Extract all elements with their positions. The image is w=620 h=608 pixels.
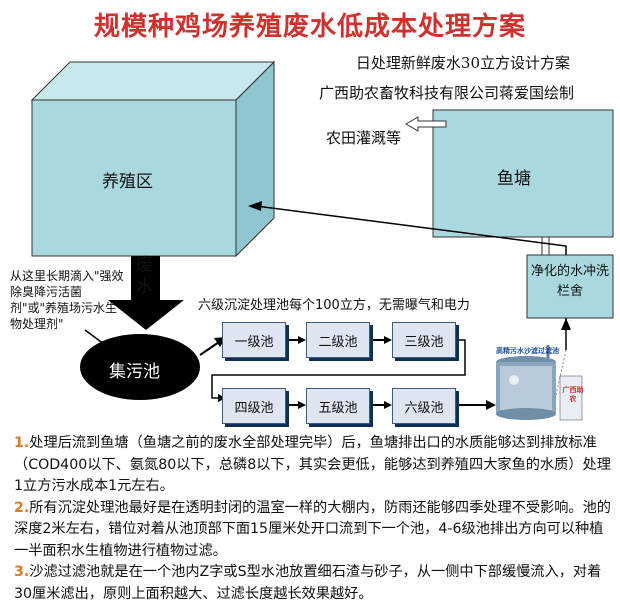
sand-filter-tank: [496, 345, 583, 421]
purified-water-box: [526, 254, 614, 319]
note-1-text: 处理后流到鱼塘（鱼塘之前的废水全部处理完毕）后，鱼塘排出口的水质能够达到排放标准…: [14, 435, 611, 494]
note-3-number: 3.: [14, 564, 30, 580]
breeding-area-box: [30, 60, 276, 258]
filter-label: 高精污水沙滤过滤池: [496, 347, 559, 355]
page-title: 规模种鸡场养殖废水低成本处理方案: [93, 12, 526, 42]
filter-brand: 广西助农: [562, 386, 584, 403]
pool-stage-6: 六级池: [392, 388, 456, 424]
note-1: 1.处理后流到鱼塘（鱼塘之前的废水全部处理完毕）后，鱼塘排出口的水质能够达到排放…: [14, 433, 614, 498]
waste-water-label: 废水: [136, 255, 153, 297]
note-3: 3.沙滤过滤池就是在一个池内Z字或S型水池放置细石渣与砂子，从一侧中下部缓慢流入…: [14, 562, 614, 605]
dosing-note: 从这里长期滴入"强效除臭降污活菌剂"或"养殖场污水生物处理剂": [10, 269, 124, 331]
collection-pool-label: 集污池: [109, 362, 160, 382]
purified-water-label: 净化的水冲洗栏舍: [530, 264, 609, 299]
stage-note: 六级沉淀处理池每个100立方，无需曝气和电力: [198, 298, 470, 313]
notes-section: 1.处理后流到鱼塘（鱼塘之前的废水全部处理完毕）后，鱼塘排出口的水质能够达到排放…: [14, 433, 614, 605]
farmland-arrow: [405, 116, 447, 132]
fish-pond-box: [432, 109, 614, 238]
pool-stage-2: 二级池: [306, 322, 370, 358]
note-1-number: 1.: [14, 435, 30, 451]
process-diagram: [30, 60, 614, 421]
pool-stage-3: 三级池: [392, 322, 456, 358]
pool-stage-1: 一级池: [222, 322, 286, 358]
waste-water-arrow: [108, 256, 184, 330]
breeding-area-label: 养殖区: [102, 172, 153, 192]
pool-stage-4: 四级池: [222, 388, 286, 424]
collection-pool-shape: [80, 334, 200, 400]
subtitle-design: 日处理新鲜废水30立方设计方案: [355, 54, 570, 72]
fish-pond-label: 鱼塘: [497, 169, 531, 189]
subtitle-author: 广西助农畜牧科技有限公司蒋爱国绘制: [318, 84, 574, 102]
note-2: 2.所有沉淀处理池最好是在透明封闭的温室一样的大棚内，防雨还能够四季处理不受影响…: [14, 498, 614, 563]
note-3-text: 沙滤过滤池就是在一个池内Z字或S型水池放置细石渣与砂子，从一侧中下部缓慢流入，对…: [14, 564, 602, 602]
farmland-label: 农田灌溉等: [326, 129, 402, 147]
note-2-text: 所有沉淀处理池最好是在透明封闭的温室一样的大棚内，防雨还能够四季处理不受影响。池…: [14, 499, 611, 559]
note-2-number: 2.: [14, 499, 30, 516]
pool-stage-5: 五级池: [306, 388, 370, 424]
return-arrow-head: [248, 201, 262, 211]
